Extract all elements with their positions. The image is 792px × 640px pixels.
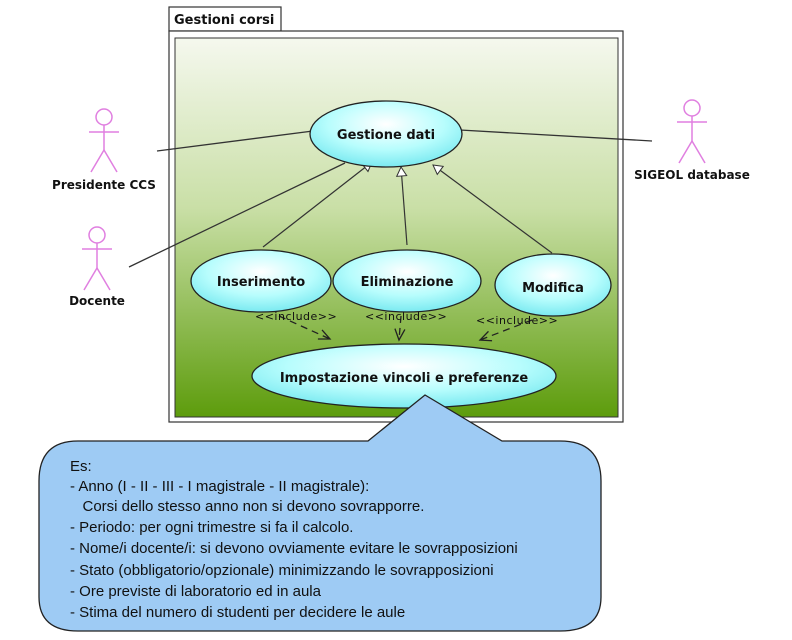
- generalization-modifica: [432, 164, 553, 254]
- note-line: - Periodo: per ogni trimestre si fa il c…: [70, 519, 353, 536]
- include-label-eliminazione: <<include>>: [365, 310, 447, 323]
- include-eliminazione: [394, 315, 406, 342]
- usecase-label: Gestione dati: [337, 128, 435, 143]
- association-presidente: [156, 130, 314, 152]
- usecase-eliminazione[interactable]: Eliminazione: [332, 249, 482, 313]
- usecase-gestione-dati[interactable]: Gestione dati: [309, 100, 463, 168]
- note-line: - Nome/i docente/i: si devono ovviamente…: [70, 540, 518, 557]
- include-modifica: [478, 319, 533, 342]
- usecase-label: Modifica: [522, 281, 584, 296]
- note-line: Corsi dello stesso anno non si devono so…: [70, 498, 424, 515]
- usecase-label: Impostazione vincoli e preferenze: [280, 371, 529, 386]
- actor-label-sigeol: SIGEOL database: [634, 168, 750, 182]
- association-docente: [128, 162, 346, 268]
- usecase-label: Eliminazione: [361, 275, 454, 290]
- actor-docente[interactable]: [82, 226, 112, 291]
- include-inserimento: [278, 315, 332, 340]
- note-line: - Stima del numero di studenti per decid…: [70, 604, 405, 621]
- package-gestioni-corsi: Gestioni corsi: [168, 6, 624, 423]
- include-label-modifica: <<include>>: [476, 314, 558, 327]
- note-line: - Anno (I - II - III - I magistrale - II…: [70, 478, 369, 495]
- generalization-eliminazione: [395, 165, 408, 246]
- include-label-inserimento: <<include>>: [255, 310, 337, 323]
- usecase-impostazione-vincoli[interactable]: Impostazione vincoli e preferenze: [251, 343, 557, 409]
- usecase-modifica[interactable]: Modifica: [494, 253, 612, 317]
- note-text: Es: - Anno (I - II - III - I magistrale …: [70, 458, 518, 621]
- package-title: Gestioni corsi: [174, 13, 274, 28]
- note-line: - Stato (obbligatorio/opzionale) minimiz…: [70, 562, 494, 579]
- note-bubble: [38, 394, 602, 632]
- note-line: Es:: [70, 458, 92, 475]
- usecase-inserimento[interactable]: Inserimento: [190, 249, 332, 313]
- package-tab: [168, 6, 282, 32]
- actor-label-docente: Docente: [69, 294, 125, 308]
- actor-icon: [95, 108, 113, 126]
- actor-sigeol-database[interactable]: [677, 99, 707, 164]
- actor-icon: [683, 99, 701, 117]
- note-line: - Ore previste di laboratorio ed in aula: [70, 583, 322, 600]
- actor-label-presidente: Presidente CCS: [52, 178, 156, 192]
- generalization-inserimento: [262, 161, 373, 248]
- usecase-label: Inserimento: [217, 275, 305, 290]
- association-sigeol: [459, 129, 653, 142]
- actor-icon: [88, 226, 106, 244]
- actor-presidente-ccs[interactable]: [89, 108, 119, 173]
